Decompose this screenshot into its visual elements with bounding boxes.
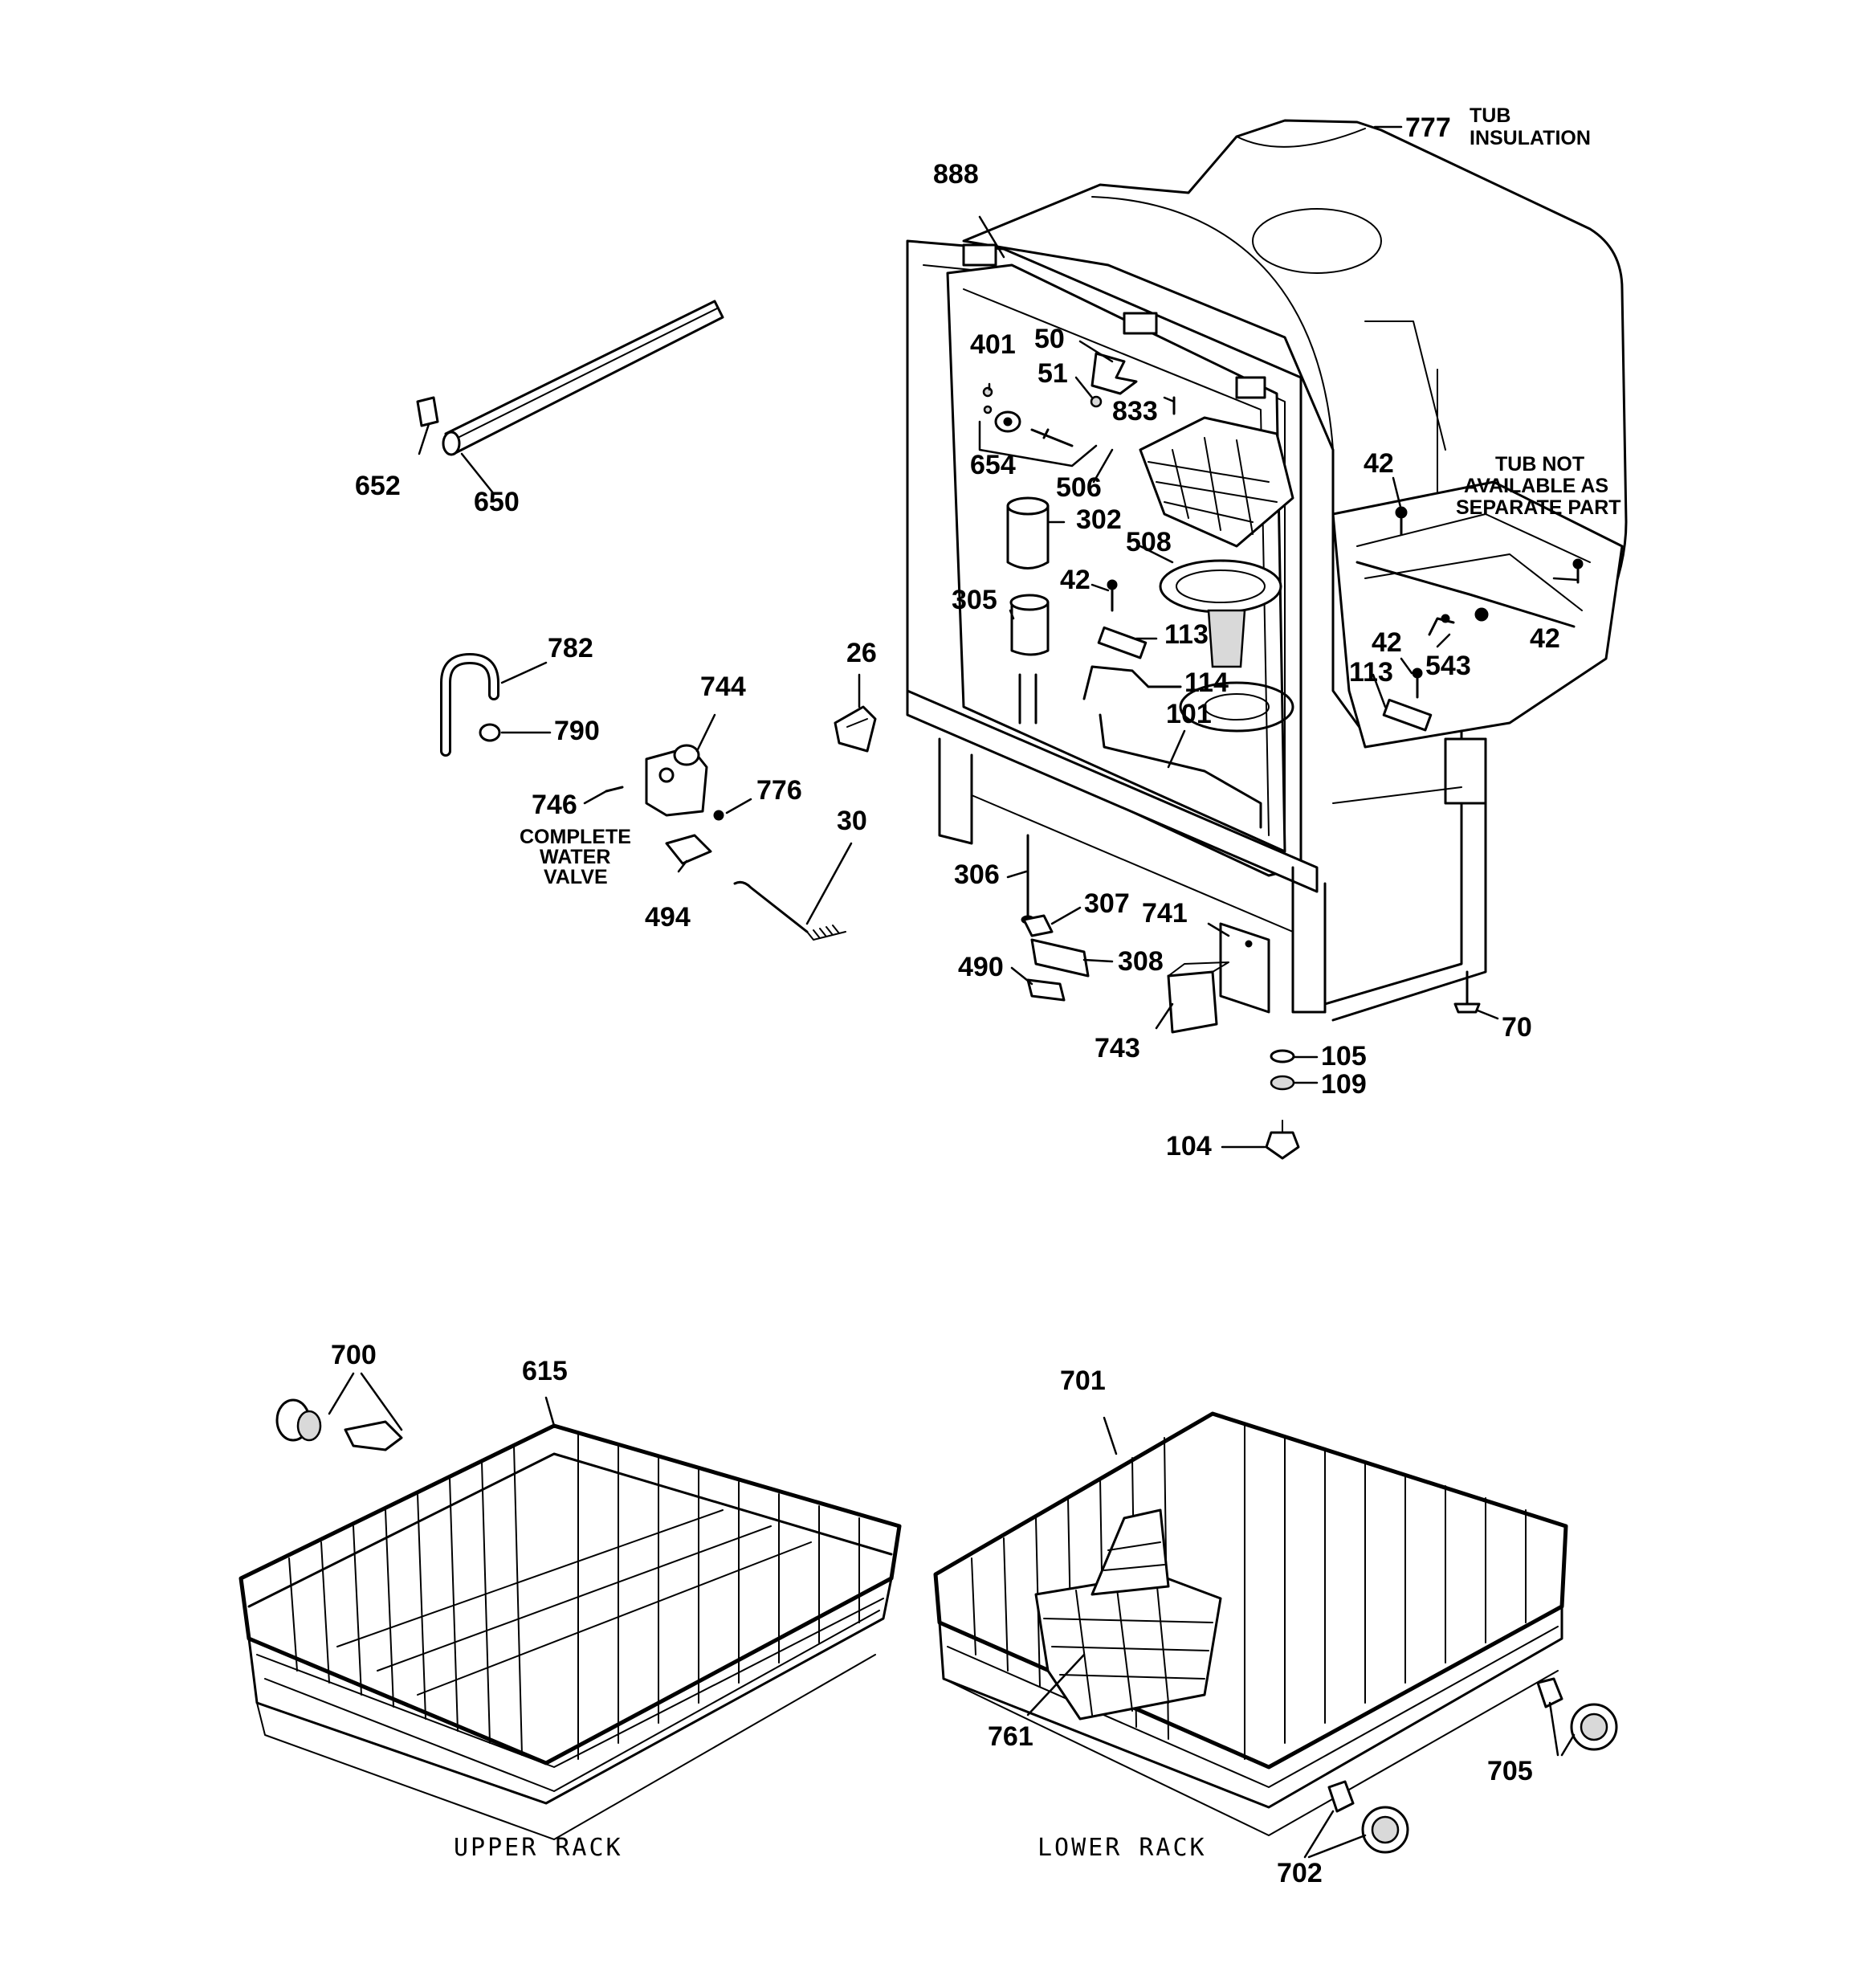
callout-42-a: 42 [1060, 565, 1090, 595]
caption-lower-rack: LOWER RACK [1037, 1834, 1207, 1862]
part-51-screw [1090, 395, 1103, 408]
part-490-switch [1026, 978, 1066, 1002]
part-790-clamp [479, 723, 501, 742]
part-508-cup [1159, 559, 1282, 614]
note-tub-not-available-line1: TUB NOT [1495, 453, 1585, 476]
note-complete-water-valve-line3: VALVE [544, 866, 608, 888]
callout-746: 746 [532, 790, 577, 820]
callout-508: 508 [1126, 527, 1172, 557]
note-tub-insulation-line1: TUB [1470, 104, 1511, 127]
callout-114: 114 [1184, 667, 1229, 698]
callout-506: 506 [1056, 472, 1102, 503]
lower-rack [933, 1411, 1618, 1854]
callout-494: 494 [645, 902, 691, 933]
part-743-box [1167, 970, 1218, 1034]
part-307-switch [1022, 914, 1054, 937]
callout-307: 307 [1084, 888, 1130, 919]
part-114-tube [1082, 665, 1182, 700]
part-113-clip-a [1097, 626, 1148, 659]
part-104-foot [1265, 1131, 1300, 1160]
part-308-switch [1030, 938, 1090, 978]
part-506-filter [1139, 416, 1294, 548]
callout-761: 761 [988, 1721, 1033, 1752]
note-tub-not-available-line2: AVAILABLE AS [1464, 475, 1609, 497]
callout-744: 744 [700, 672, 746, 702]
callout-490: 490 [958, 952, 1004, 982]
callout-888: 888 [933, 159, 979, 190]
loose-parts [416, 300, 877, 941]
tub-assembly [906, 119, 1628, 1022]
callout-650: 650 [474, 487, 520, 517]
callout-113-a: 113 [1164, 619, 1209, 650]
callout-401: 401 [970, 329, 1016, 360]
callout-26: 26 [846, 638, 877, 668]
callout-305: 305 [952, 585, 997, 615]
callout-308: 308 [1118, 946, 1164, 977]
part-26-latch [834, 705, 877, 753]
part-50-bracket [1090, 352, 1138, 395]
caption-upper-rack: UPPER RACK [454, 1834, 623, 1862]
upper-rack [238, 1398, 902, 1840]
callout-741: 741 [1142, 898, 1188, 929]
callout-70: 70 [1502, 1012, 1532, 1043]
callout-113-b: 113 [1349, 657, 1393, 688]
callout-654: 654 [970, 450, 1016, 480]
inner-parts [982, 352, 1584, 829]
callout-50: 50 [1034, 324, 1065, 354]
callout-833: 833 [1112, 396, 1158, 427]
part-302-cylinder [1006, 504, 1050, 569]
callout-306: 306 [954, 859, 1000, 890]
part-101-arm [1099, 713, 1262, 829]
callout-51: 51 [1037, 358, 1068, 389]
part-543-heater [1355, 561, 1576, 628]
note-tub-insulation-line2: INSULATION [1470, 127, 1591, 149]
note-complete-water-valve-line2: WATER [540, 846, 611, 868]
callout-652: 652 [355, 471, 401, 501]
callout-705: 705 [1487, 1756, 1533, 1786]
part-650-rail [444, 300, 724, 455]
part-305-cylinder [1010, 601, 1050, 656]
callout-42-d: 42 [1372, 627, 1402, 658]
part-652-endcap [416, 396, 439, 427]
callout-702: 702 [1277, 1858, 1323, 1888]
callout-701: 701 [1060, 1365, 1106, 1396]
callout-615: 615 [522, 1356, 568, 1386]
part-105-washer [1270, 1049, 1295, 1063]
callout-42-c: 42 [1530, 623, 1560, 654]
callout-777: 777 [1405, 112, 1451, 143]
callout-30: 30 [837, 806, 867, 836]
part-741-plate [1219, 922, 1270, 1014]
callout-101: 101 [1166, 699, 1212, 729]
callout-109: 109 [1321, 1069, 1367, 1100]
callout-743: 743 [1095, 1033, 1140, 1063]
leader-lines [328, 125, 1580, 1859]
callout-543: 543 [1425, 651, 1471, 681]
part-113-clip-b [1382, 698, 1433, 732]
callout-782: 782 [548, 633, 593, 663]
note-complete-water-valve-line1: COMPLETE [520, 826, 631, 848]
part-109-washer [1270, 1075, 1295, 1091]
callout-105: 105 [1321, 1041, 1367, 1072]
callout-42-b: 42 [1364, 448, 1394, 479]
note-tub-not-available-line3: SEPARATE PART [1456, 496, 1621, 519]
callout-700: 700 [331, 1340, 377, 1370]
callout-302: 302 [1076, 504, 1122, 535]
part-30-spring [733, 880, 809, 933]
part-494-bracket [665, 834, 712, 865]
lower-parts [1021, 834, 1481, 1160]
callout-776: 776 [756, 775, 802, 806]
callout-104: 104 [1166, 1131, 1212, 1161]
callout-790: 790 [554, 716, 600, 746]
